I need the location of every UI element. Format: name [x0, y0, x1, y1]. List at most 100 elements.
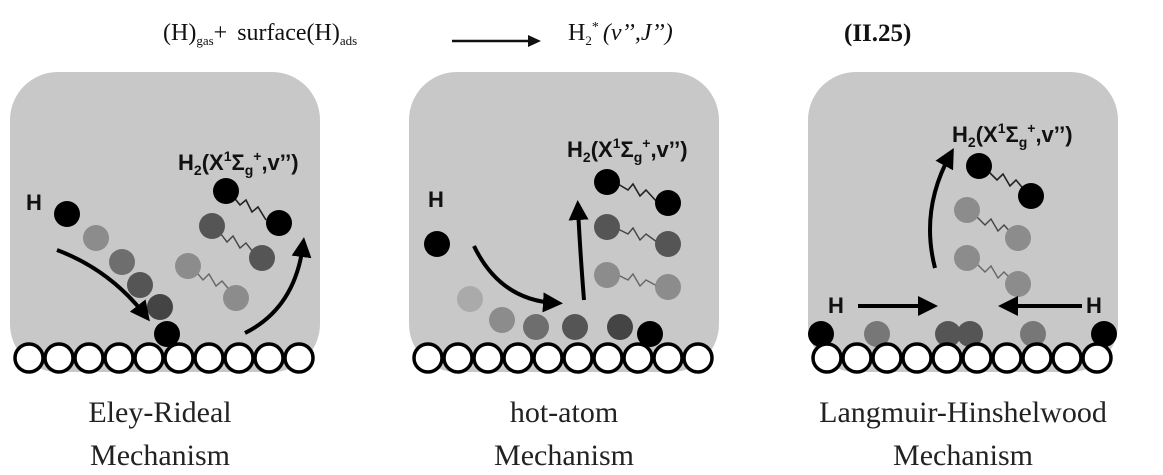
equation-number: (II.25): [844, 20, 911, 47]
h-atom-trace: [523, 314, 549, 340]
atom-label-h-left: H: [828, 293, 844, 318]
adsorbed-h-atom: [154, 321, 180, 347]
adsorbed-h-atom-trace: [957, 321, 983, 347]
h2-atom-trace: [223, 285, 249, 311]
surface-atom: [223, 342, 255, 374]
h2-atom-trace: [175, 253, 201, 279]
h2-atom: [213, 178, 239, 204]
surface-atom: [1051, 342, 1083, 374]
h2-atom-trace: [1005, 271, 1031, 297]
surface-atom: [472, 342, 504, 374]
caption-line1: Eley-Rideal: [88, 396, 231, 429]
surface-atom: [412, 342, 444, 374]
equation-product: H2*(v’’,J’’): [568, 20, 673, 48]
panel-hot-atom: H H2(X1Σg+,v’’) hot-atom Mechanism: [409, 72, 719, 472]
surface-atom: [502, 342, 534, 374]
bond-spring: [617, 272, 658, 288]
surface-atom: [13, 342, 45, 374]
reaction-equation: (H)gas+surface(H)ads H2*(v’’,J’’) (II.25…: [163, 20, 911, 48]
h-atom-trace: [607, 314, 633, 340]
product-label: H2(X1Σg+,v’’): [567, 135, 688, 165]
caption-line1: hot-atom: [510, 396, 618, 429]
h-atom-trace: [147, 294, 173, 320]
surface-atoms: [13, 342, 315, 374]
surface-atom: [163, 342, 195, 374]
bond-spring: [231, 194, 267, 221]
equation-reactants: (H)gas+surface(H)ads: [163, 20, 357, 48]
caption-line1: Langmuir-Hinshelwood: [819, 396, 1107, 429]
surface-atom: [961, 342, 993, 374]
surface-atom: [73, 342, 105, 374]
h-atom-trace: [457, 286, 483, 312]
h2-atom-trace: [594, 214, 620, 240]
atom-label-h: H: [26, 190, 42, 215]
h-atom: [54, 201, 80, 227]
h2-atom: [594, 169, 620, 195]
h-atom-trace: [127, 272, 153, 298]
surface-atom: [193, 342, 225, 374]
bond-spring: [617, 226, 658, 243]
bond-spring: [986, 169, 1027, 193]
h2-atom: [655, 190, 681, 216]
h2-atom: [966, 153, 992, 179]
surface-atom: [133, 342, 165, 374]
surface-atom: [682, 342, 714, 374]
surface-atom: [1021, 342, 1053, 374]
surface-atom: [43, 342, 75, 374]
surface-atom: [442, 342, 474, 374]
caption-line2: Mechanism: [90, 439, 230, 472]
surface-atom: [532, 342, 564, 374]
panel-background: [409, 72, 719, 372]
h-atom: [424, 231, 450, 257]
surface-atom: [562, 342, 594, 374]
adsorbed-h-atom-trace: [864, 321, 890, 347]
atom-label-h: H: [428, 187, 444, 212]
surface-atom: [592, 342, 624, 374]
h-atom-trace: [489, 307, 515, 333]
h-atom-trace: [109, 249, 135, 275]
surface-atom: [253, 342, 285, 374]
bond-spring: [974, 261, 1015, 283]
incoming-arrow: [56, 248, 150, 322]
bond-spring: [974, 214, 1015, 237]
surface-atom: [811, 342, 843, 374]
surface-atom: [871, 342, 903, 374]
surface-atom: [931, 342, 963, 374]
surface-atoms: [811, 342, 1113, 374]
surface-atom: [1081, 342, 1113, 374]
panel-eley-rideal: H H2(X1Σg+,v’’) Eley-Rideal Mechanism: [10, 72, 320, 472]
bond-spring: [217, 229, 257, 257]
h2-atom-trace: [954, 245, 980, 271]
caption-line2: Mechanism: [494, 439, 634, 472]
adsorbed-h-atom-trace: [1020, 321, 1046, 347]
adsorbed-h-atom: [1091, 321, 1117, 347]
h2-atom-trace: [1005, 225, 1031, 251]
h-atom-trace: [83, 225, 109, 251]
h2-atom-trace: [655, 274, 681, 300]
adsorbed-h-atom: [808, 321, 834, 347]
outgoing-arrow: [928, 147, 954, 269]
product-label: H2(X1Σg+,v’’): [952, 120, 1073, 150]
surface-atom: [622, 342, 654, 374]
outgoing-arrow: [244, 237, 312, 335]
h2-atom-trace: [594, 262, 620, 288]
h2-atom: [1018, 183, 1044, 209]
outgoing-arrow: [568, 200, 589, 301]
surface-atom: [652, 342, 684, 374]
surface-atom: [901, 342, 933, 374]
reaction-arrow: [452, 35, 541, 47]
surface-atom: [991, 342, 1023, 374]
h2-atom: [266, 210, 292, 236]
bond-spring: [192, 267, 233, 294]
panel-langmuir-hinshelwood: H H H2(X1Σg+,v’’) Langmuir-Hinshelwood M…: [808, 72, 1118, 472]
atom-label-h-right: H: [1086, 293, 1102, 318]
adsorbed-h-atom: [637, 321, 663, 347]
bond-spring: [617, 182, 658, 203]
surface-atom: [283, 342, 315, 374]
surface-atom: [841, 342, 873, 374]
surface-atoms: [412, 342, 714, 374]
adsorbed-h-atom-trace: [935, 321, 961, 347]
h2-atom-trace: [954, 197, 980, 223]
caption-line2: Mechanism: [893, 439, 1033, 472]
